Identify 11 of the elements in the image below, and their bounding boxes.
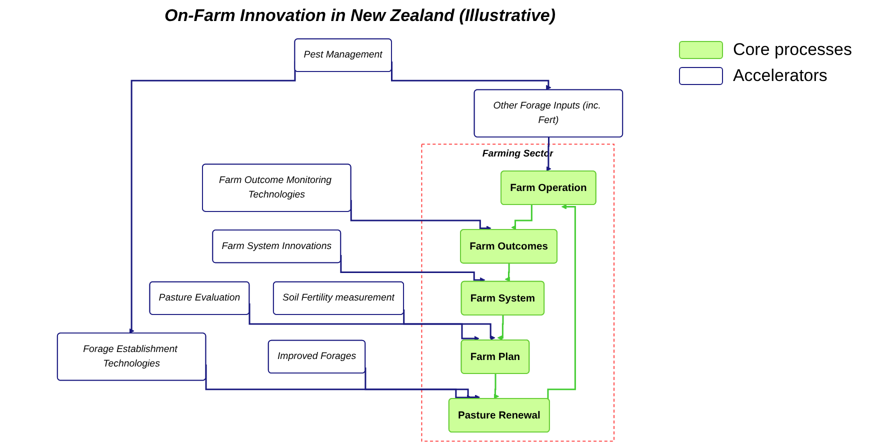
legend-label: Accelerators bbox=[732, 66, 828, 86]
arrow bbox=[547, 204, 576, 400]
legend-label: Core processes bbox=[732, 40, 852, 60]
arrow bbox=[504, 263, 510, 282]
arrow bbox=[403, 310, 496, 340]
arrow bbox=[511, 204, 532, 230]
arrow bbox=[494, 374, 500, 400]
arrow bbox=[391, 61, 552, 90]
arrow bbox=[497, 315, 504, 340]
diagram-title: On-Farm Innovation in New Zealand (Illustrative) bbox=[163, 6, 557, 26]
arrow bbox=[546, 137, 552, 172]
